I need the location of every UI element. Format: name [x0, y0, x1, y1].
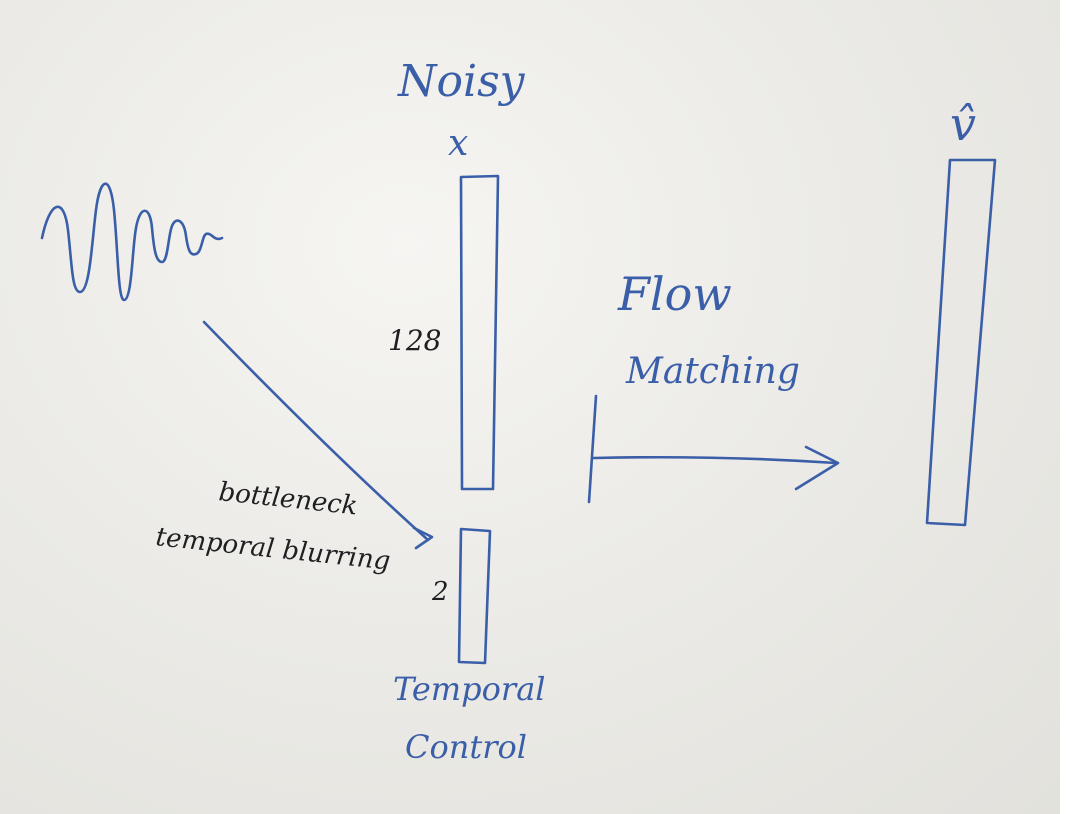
temporal-label: Temporal [393, 670, 546, 708]
matching-label: Matching [625, 351, 800, 392]
bottleneck-arrow [202, 320, 430, 542]
velocity-output-bar [925, 158, 997, 527]
bottleneck-label: bottleneck [217, 477, 359, 521]
flow-label: Flow [617, 267, 732, 321]
x-label: x [448, 123, 468, 164]
temporal-blurring-label: temporal blurring [154, 522, 391, 576]
noisy-label: Noisy [397, 56, 526, 107]
control-label: Control [405, 728, 527, 766]
whiteboard-edge [1060, 0, 1066, 814]
flow-arrow-head [794, 445, 840, 491]
waveform-icon [40, 182, 224, 302]
noisy-latent-bar [459, 174, 500, 491]
dim-2-label: 2 [431, 577, 449, 607]
flow-arrow-shaft [592, 455, 838, 465]
bottleneck-arrow-head [412, 526, 434, 550]
flow-arrow-bar [587, 394, 598, 504]
dim-128-label: 128 [388, 324, 441, 357]
v-hat-label: v̂ [950, 97, 976, 151]
temporal-control-bar [457, 527, 492, 665]
